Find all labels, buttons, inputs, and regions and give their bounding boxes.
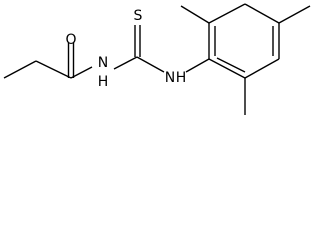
bond	[70, 66, 93, 79]
aryl-nitrogen-label: N	[165, 70, 175, 86]
ring-bond	[208, 3, 246, 24]
sulfur-atom-label: S	[134, 8, 143, 24]
bond	[136, 56, 165, 73]
methyl-bond	[278, 5, 311, 24]
amide-hydrogen-label: H	[98, 74, 109, 90]
methyl-bond	[180, 5, 210, 24]
amide-nitrogen-label: N	[98, 55, 108, 71]
bond	[113, 56, 138, 70]
bond	[35, 60, 72, 79]
aryl-hydrogen-label: H	[176, 70, 187, 86]
ring-bond	[244, 3, 280, 24]
aromatic-bond	[216, 57, 246, 73]
bond	[3, 60, 37, 79]
chemical-structure-diagram: O S N H N H	[3, 3, 311, 115]
ring-bond	[208, 58, 246, 79]
ring-bond	[244, 58, 280, 79]
oxygen-atom-label: O	[65, 32, 76, 48]
bond	[185, 58, 210, 73]
